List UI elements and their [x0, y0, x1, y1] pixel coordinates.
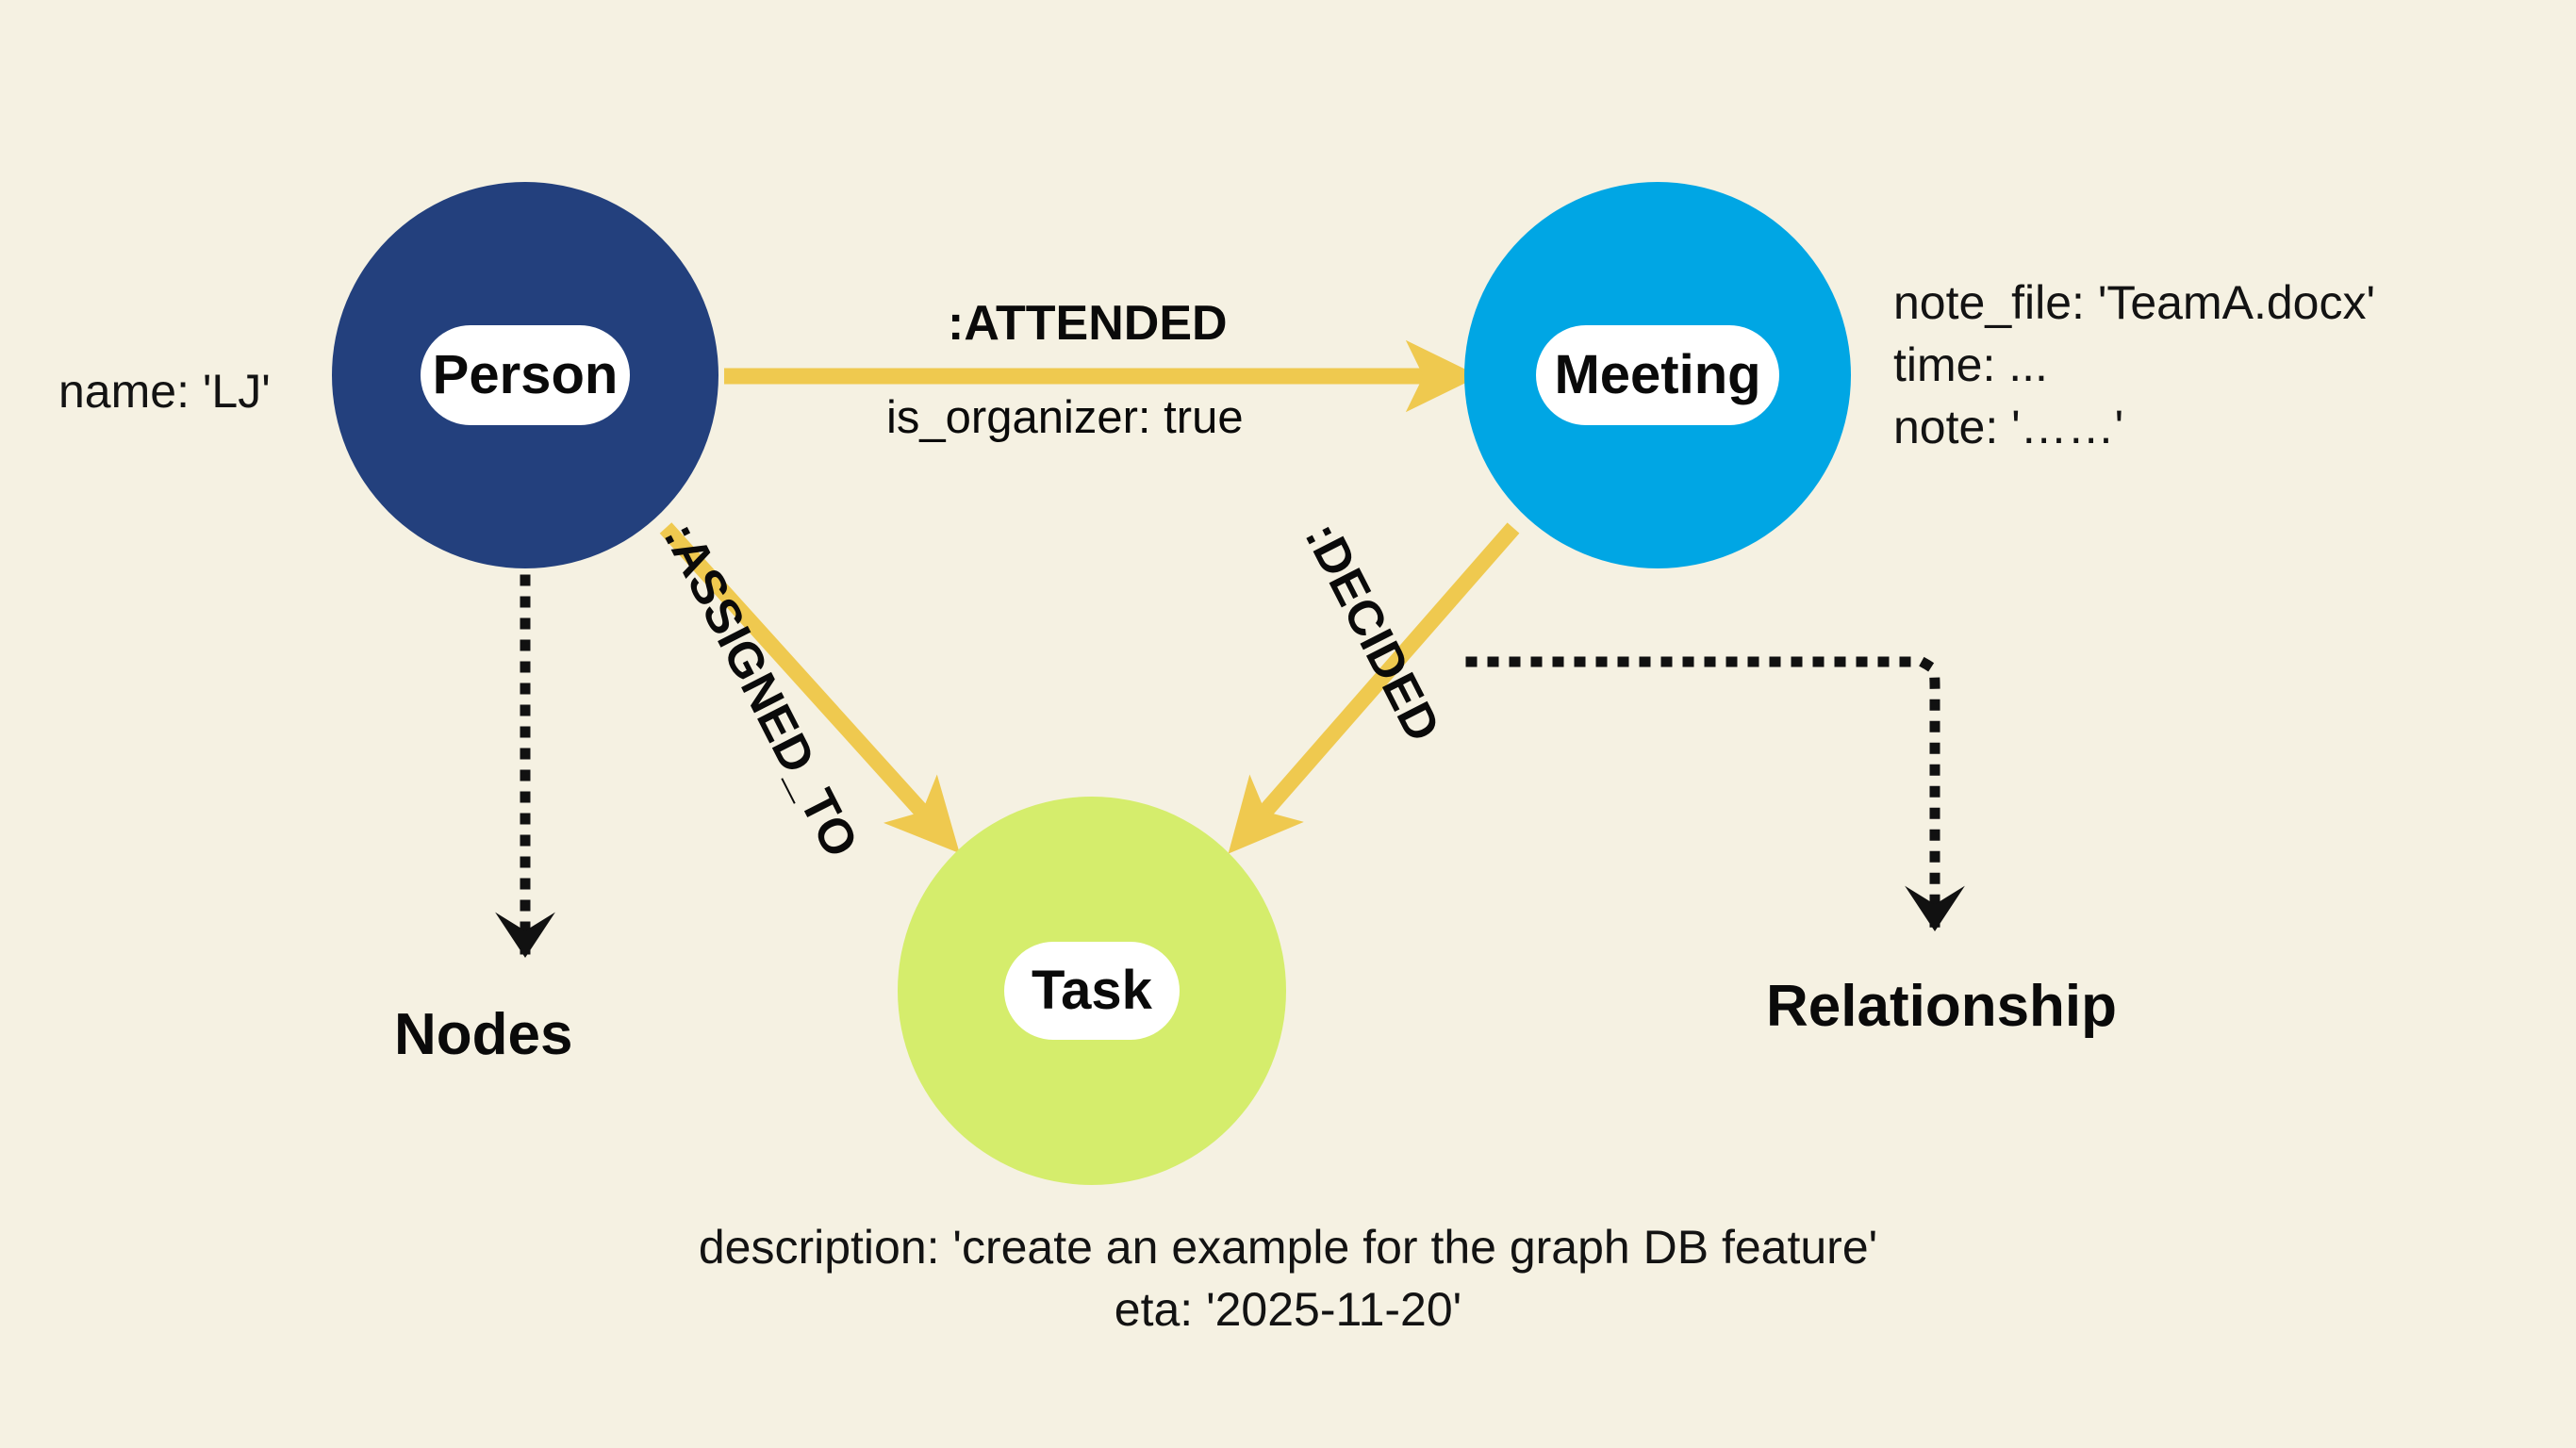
- meeting-property-time: time: ...: [1893, 338, 2048, 391]
- edge-assigned-to: [659, 522, 960, 854]
- node-person-label: Person: [421, 325, 630, 425]
- relationship-property-is-organizer: is_organizer: true: [886, 392, 1244, 443]
- task-property-eta: eta: '2025-11-20': [1114, 1283, 1462, 1336]
- node-meeting-label: Meeting: [1536, 325, 1779, 425]
- node-person[interactable]: Person: [332, 182, 718, 568]
- annotation-nodes: Nodes: [394, 1002, 573, 1067]
- relationship-label-attended: :ATTENDED: [948, 296, 1228, 351]
- edge-decided: [1228, 522, 1520, 854]
- node-task[interactable]: Task: [898, 797, 1286, 1185]
- meeting-property-note-file: note_file: 'TeamA.docx': [1893, 276, 2376, 329]
- annotation-line-relationship: [1465, 656, 1965, 937]
- person-property-name: name: 'LJ': [58, 365, 271, 418]
- task-properties: description: 'create an example for the …: [0, 1216, 2576, 1341]
- node-task-label: Task: [1004, 942, 1180, 1040]
- meeting-property-note: note: '……': [1893, 401, 2124, 453]
- meeting-properties: note_file: 'TeamA.docx' time: ... note: …: [1893, 272, 2375, 458]
- person-properties: name: 'LJ': [58, 360, 271, 422]
- node-meeting[interactable]: Meeting: [1464, 182, 1851, 568]
- annotation-relationship: Relationship: [1766, 974, 2118, 1039]
- task-property-description: description: 'create an example for the …: [698, 1221, 1878, 1274]
